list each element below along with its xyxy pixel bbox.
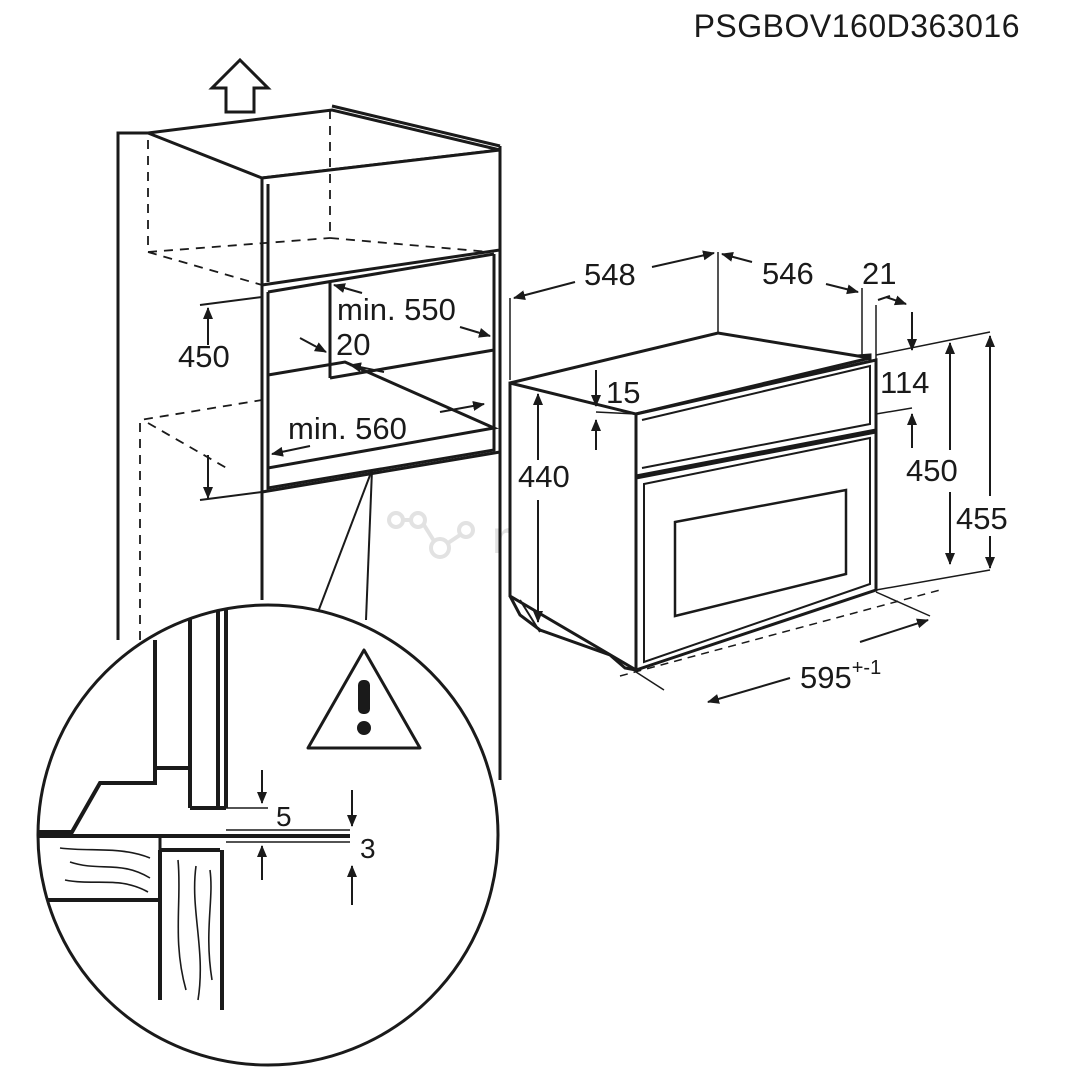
dim-oven-depth-top	[721, 252, 859, 295]
label-oven-depth-top: 546	[762, 256, 814, 291]
label-cabinet-min-width: min. 560	[288, 411, 407, 446]
label-oven-body-height: 440	[518, 459, 570, 494]
document-id: PSGBOV160D363016	[693, 8, 1020, 44]
label-oven-front-thickness: 21	[862, 256, 896, 291]
label-oven-door-height: 450	[906, 453, 958, 488]
label-oven-width-tolerance: +-1	[852, 657, 881, 679]
label-oven-top-offset: 15	[606, 375, 640, 410]
label-oven-panel-height: 114	[880, 365, 929, 400]
label-detail-gap-bottom: 3	[360, 833, 376, 864]
oven-dim-guides	[509, 252, 991, 691]
label-oven-width-value: 595	[800, 660, 852, 695]
dim-oven-width	[707, 618, 929, 704]
label-oven-total-height: 455	[956, 501, 1008, 536]
cabinet-hidden-lines	[139, 110, 491, 640]
dim-oven-front-thickness	[877, 295, 907, 306]
detail-callout	[317, 469, 373, 621]
label-cabinet-height: 450	[178, 339, 230, 374]
detail-magnifier: 5 3	[36, 603, 500, 1067]
watermark-logo-icon	[387, 511, 475, 559]
label-oven-width: 595+-1	[800, 657, 881, 695]
oven	[508, 331, 878, 673]
label-cabinet-min-depth: min. 550	[337, 292, 456, 327]
dim-oven-depth-body	[513, 250, 715, 301]
label-detail-gap-top: 5	[276, 801, 292, 832]
dim-cabinet-height	[199, 296, 263, 501]
dim-cabinet-width	[271, 401, 485, 457]
dim-cabinet-gap	[299, 337, 385, 373]
label-cabinet-gap: 20	[336, 327, 370, 362]
cabinet	[116, 104, 502, 780]
label-oven-depth-body: 548	[584, 257, 636, 292]
warning-icon	[306, 648, 422, 750]
up-arrow-icon	[208, 57, 272, 114]
dim-cabinet-depth	[333, 283, 491, 338]
